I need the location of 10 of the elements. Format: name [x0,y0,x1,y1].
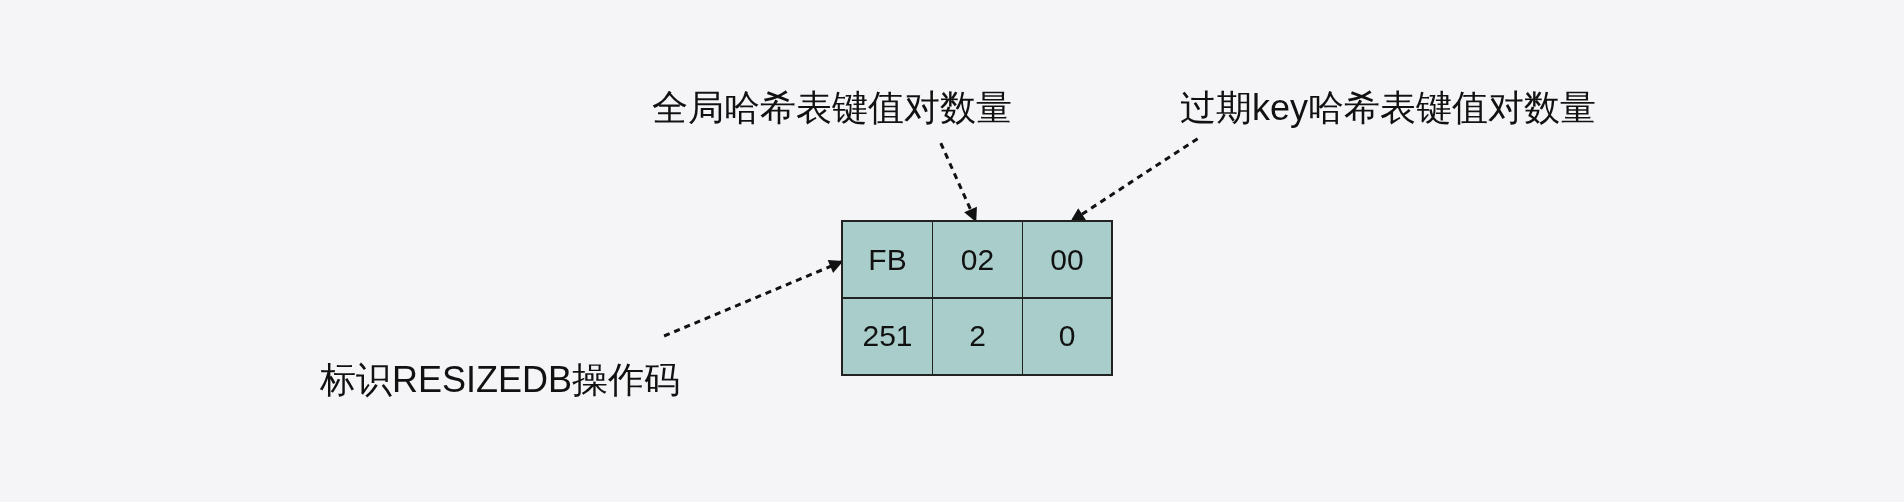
table-cell: 2 [932,297,1023,375]
annotation-text: 过期key哈希表键值对数量 [1180,86,1620,130]
table-cell: 251 [842,297,933,375]
table-cell: FB [842,221,933,299]
table-cell: 00 [1022,221,1112,299]
data-table [841,220,1113,376]
table-cell: 02 [932,221,1023,299]
annotation-text: 标识RESIZEDB操作码 [320,358,690,402]
table-cell: 0 [1022,297,1112,375]
annotation-text: 全局哈希表键值对数量 [652,86,1032,130]
